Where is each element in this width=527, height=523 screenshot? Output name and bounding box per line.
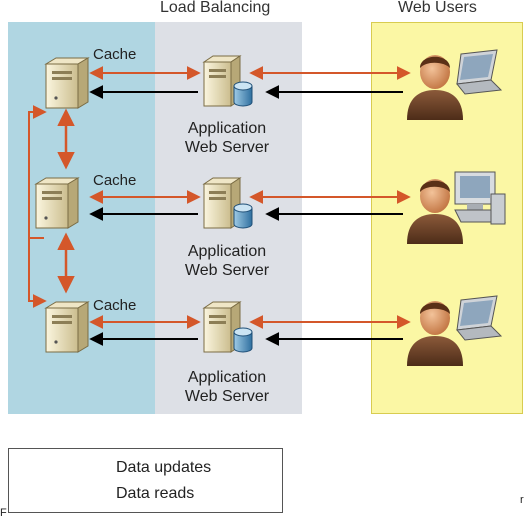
app-server-label-line1: Application: [187, 243, 267, 260]
user-with-desktop-icon: [407, 171, 506, 244]
app-server-label-line1: Application: [187, 120, 267, 137]
cache-sync-arrow-3-1: [28, 238, 47, 308]
legend-reads-label: Data reads: [116, 485, 195, 502]
app-server-label-2: Application Web Server: [162, 242, 292, 280]
cache-label-1: Cache: [93, 46, 137, 63]
legend-updates-label: Data updates: [116, 459, 212, 476]
load-balancing-header: Load Balancing: [160, 0, 271, 16]
server-tower-icon: [44, 301, 90, 353]
app-server-label-line1: Application: [187, 369, 267, 386]
server-with-database-icon: [202, 301, 253, 353]
server-with-database-icon: [202, 177, 253, 229]
app-server-label-3: Application Web Server: [162, 368, 292, 406]
server-with-database-icon: [202, 55, 253, 107]
legend: [8, 448, 283, 513]
cache-label-2: Cache: [93, 172, 137, 189]
app-server-label-line2: Web Server: [184, 262, 270, 279]
server-tower-icon: [34, 177, 80, 229]
cropped-caption-end: r: [520, 494, 524, 506]
app-server-label-line2: Web Server: [184, 139, 270, 156]
cropped-caption-start: F: [0, 507, 7, 519]
web-users-header: Web Users: [398, 0, 477, 16]
cache-label-3: Cache: [93, 297, 137, 314]
user-with-laptop-icon: [407, 295, 503, 366]
app-server-label-1: Application Web Server: [162, 119, 292, 157]
user-with-laptop-icon: [407, 49, 503, 120]
app-server-label-line2: Web Server: [184, 388, 270, 405]
cache-sync-arrow-1-3: [28, 105, 47, 239]
server-tower-icon: [44, 57, 90, 109]
